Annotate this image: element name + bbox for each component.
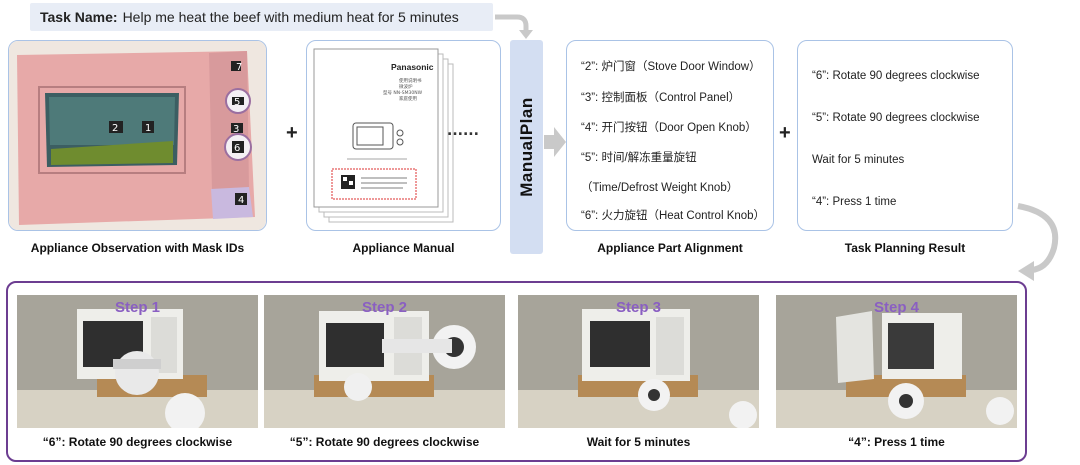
manual-ellipsis: ...... (447, 123, 479, 139)
step-1-caption: “6”: Rotate 90 degrees clockwise (42, 435, 233, 449)
manual-caption: Appliance Manual (352, 241, 455, 255)
alignment-caption: Appliance Part Alignment (597, 241, 743, 255)
alignment-row: “4”: 开门按钮（Door Open Knob） (581, 122, 757, 134)
alignment-panel: “2”: 炉门窗（Stove Door Window） “3”: 控制面板（Co… (566, 40, 774, 231)
step-4-title: Step 4 (873, 299, 919, 316)
task-text: Help me heat the beef with medium heat f… (122, 9, 459, 25)
observation-caption: Appliance Observation with Mask IDs (30, 241, 245, 255)
alignment-row: “5”: 时间/解冻重量旋钮 (581, 152, 697, 164)
task-banner: Task Name: Help me heat the beef with me… (30, 3, 493, 31)
task-label: Task Name: (40, 9, 118, 25)
manual-brand: Panasonic (391, 62, 434, 72)
manual-title-line-3: 型号 NN-SM30NW (383, 89, 423, 96)
step-3-photo: Step 3 (518, 295, 759, 428)
plus-sign-1: + (286, 122, 298, 144)
planning-row: “6”: Rotate 90 degrees clockwise (812, 70, 980, 82)
observation-panel: 7 5 3 2 1 6 4 (8, 40, 267, 231)
mask-id-4: 4 (238, 195, 244, 206)
planning-row: Wait for 5 minutes (812, 154, 905, 166)
manual-title-line-4: 家庭使用 (399, 95, 417, 102)
manual-panel: Panasonic 使用说明书 微波炉 型号 NN-SM30NW 家庭使用 ..… (306, 40, 501, 231)
manualplan-block: ManualPlan (510, 40, 543, 254)
step-2-photo: Step 2 (264, 295, 505, 428)
manual-title-line-2: 微波炉 (399, 83, 413, 90)
alignment-row: “3”: 控制面板（Control Panel） (581, 92, 741, 104)
method-to-alignment-arrow (544, 127, 566, 157)
banner-to-method-arrow (495, 14, 533, 39)
manual-document-image: Panasonic 使用说明书 微波炉 型号 NN-SM30NW 家庭使用 ..… (313, 48, 479, 223)
alignment-row: “6”: 火力旋钮（Heat Control Knob） (581, 210, 766, 222)
step-4-photo: Step 4 (776, 295, 1017, 428)
mask-id-7: 7 (236, 62, 242, 73)
step-2-title: Step 2 (361, 299, 407, 316)
step-4-caption: “4”: Press 1 time (848, 435, 945, 449)
planning-row: “4”: Press 1 time (812, 196, 897, 208)
plus-sign-2: + (779, 122, 791, 144)
manualplan-label: ManualPlan (516, 97, 536, 197)
step-3-caption: Wait for 5 minutes (586, 435, 691, 449)
step-1-photo: Step 1 (17, 295, 258, 428)
planning-panel: “6”: Rotate 90 degrees clockwise “5”: Ro… (797, 40, 1013, 231)
manual-title-line-1: 使用说明书 (399, 77, 422, 84)
alignment-row: “2”: 炉门窗（Stove Door Window） (581, 61, 761, 73)
planning-caption: Task Planning Result (844, 241, 966, 255)
execution-strip: Step 1 Step 2 Step 3 (6, 281, 1027, 462)
step-3-title: Step 3 (615, 299, 661, 316)
planning-to-execution-arrow (1017, 203, 1059, 281)
alignment-row: （Time/Defrost Weight Knob） (581, 182, 739, 194)
planning-row: “5”: Rotate 90 degrees clockwise (812, 112, 980, 124)
mask-id-1: 1 (145, 123, 151, 134)
microwave-observation-image: 7 5 3 2 1 6 4 (9, 41, 266, 230)
mask-id-2: 2 (112, 123, 118, 134)
step-2-caption: “5”: Rotate 90 degrees clockwise (289, 435, 480, 449)
step-1-title: Step 1 (114, 299, 160, 316)
mask-id-3: 3 (233, 124, 239, 135)
mask-id-5: 5 (234, 97, 240, 108)
mask-id-6: 6 (234, 143, 240, 154)
